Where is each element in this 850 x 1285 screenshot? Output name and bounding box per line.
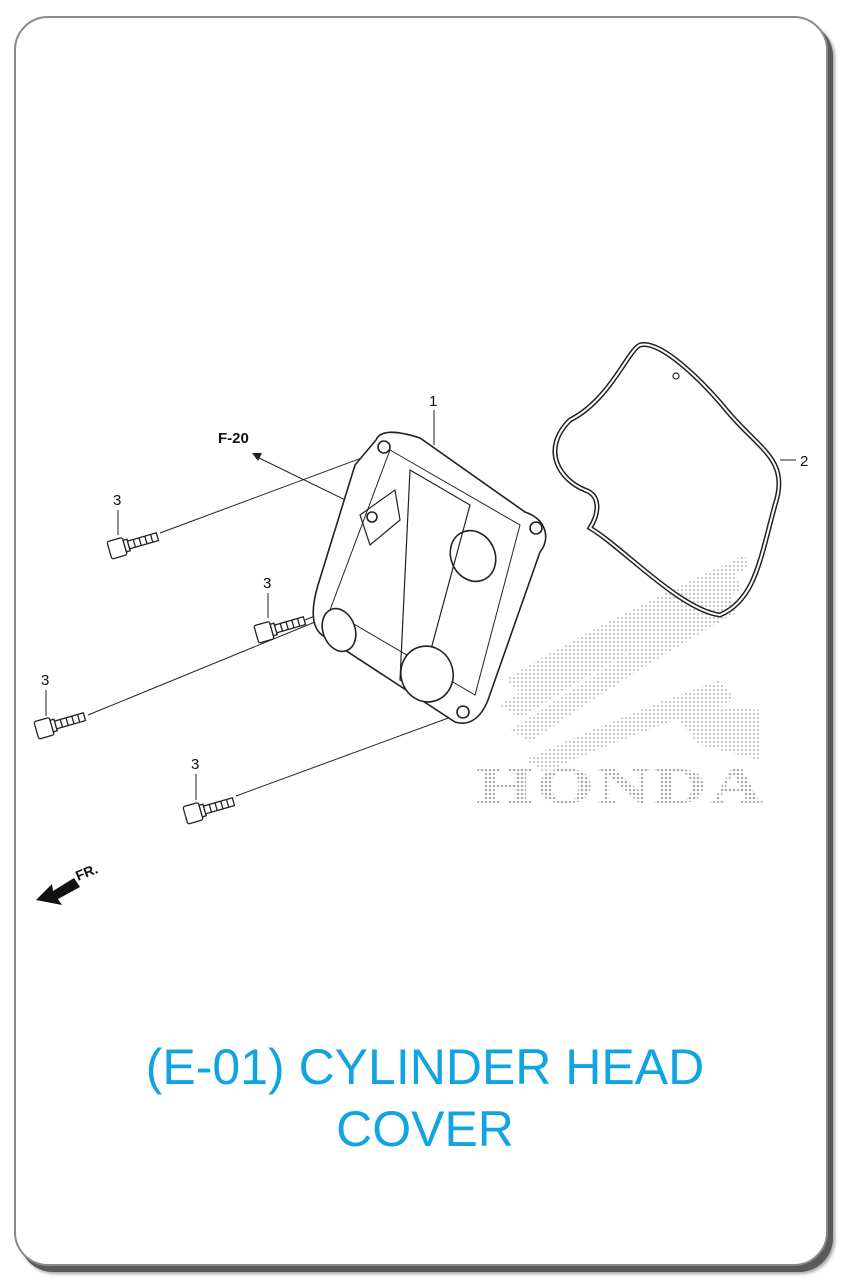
flange-bolt-b [253, 616, 307, 644]
callout-3b: 3 [263, 575, 271, 592]
callout-3a: 3 [113, 492, 121, 509]
honda-wing-logo [500, 555, 760, 772]
front-direction-label: FR. [73, 860, 100, 883]
reference-arrowhead [252, 453, 262, 461]
cylinder-head-cover [312, 431, 547, 724]
reference-label: F-20 [218, 430, 249, 447]
flange-bolt-c [33, 712, 87, 740]
page-title-line-1: (E-01) CYLINDER HEAD [145, 1039, 705, 1095]
callout-stems [45, 410, 435, 800]
callout-1: 1 [429, 393, 437, 410]
arrow-left-down-icon [36, 878, 80, 905]
callout-3d: 3 [191, 756, 199, 773]
flange-bolt-d [182, 797, 236, 825]
flange-bolt-a [106, 532, 160, 560]
callout-2: 2 [800, 453, 808, 470]
page-title-line-2: COVER [336, 1101, 514, 1157]
callout-3c: 3 [41, 672, 49, 689]
honda-watermark-text: HONDA [476, 758, 766, 815]
head-cover-gasket [552, 342, 782, 618]
